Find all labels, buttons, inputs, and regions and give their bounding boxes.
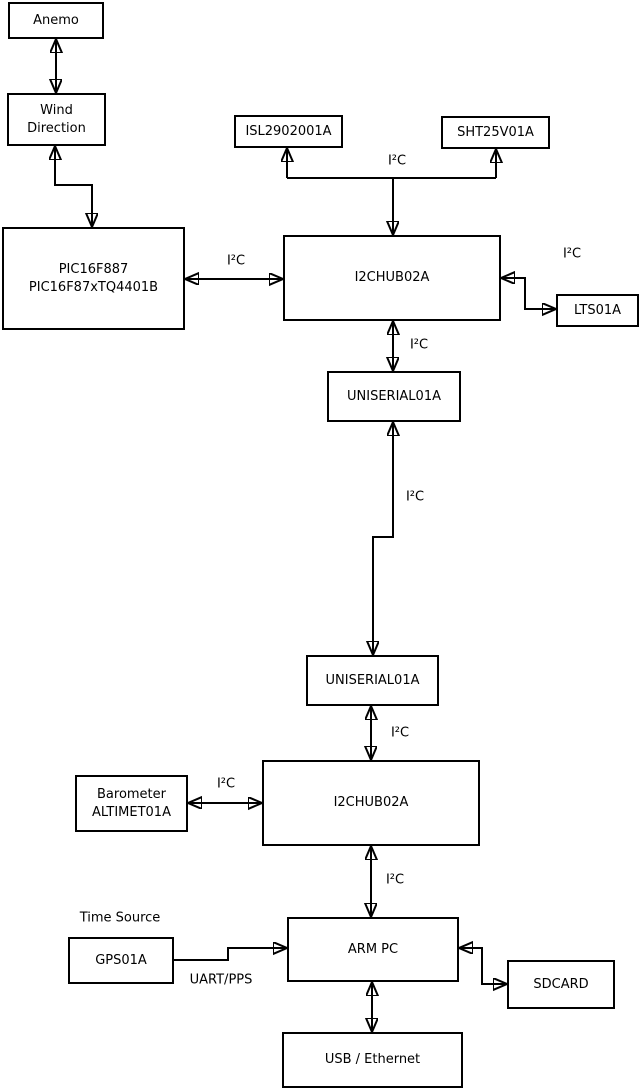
edge-label-i2c-barometer-hub2: I²C xyxy=(216,776,236,792)
edge-hub1-lts xyxy=(501,278,556,309)
node-usb-ethernet: USB / Ethernet xyxy=(282,1032,463,1088)
edge-label-i2c-hub2-armpc: I²C xyxy=(385,872,405,888)
node-gps: GPS01A xyxy=(68,937,174,984)
edge-gps-armpc xyxy=(174,948,287,961)
edge-uniserial1-uniserial2 xyxy=(373,422,393,655)
edge-label-i2c-uniserial-link: I²C xyxy=(405,489,425,505)
node-i2c-hub-1: I2CHUB02A xyxy=(283,235,501,321)
node-arm-pc: ARM PC xyxy=(287,917,459,982)
node-isl-light-sensor: ISL2902001A xyxy=(234,115,343,148)
node-sht-humidity-sensor: SHT25V01A xyxy=(441,116,550,149)
node-wind-direction: Wind Direction xyxy=(7,93,106,146)
node-barometer: Barometer ALTIMET01A xyxy=(75,775,188,832)
label-time-source: Time Source xyxy=(79,910,161,926)
node-uniserial-1: UNISERIAL01A xyxy=(327,371,461,422)
edge-label-i2c-pic-hub1: I²C xyxy=(226,253,246,269)
node-i2c-hub-2: I2CHUB02A xyxy=(262,760,480,846)
node-uniserial-2: UNISERIAL01A xyxy=(306,655,439,706)
edge-label-i2c-hub1-lts: I²C xyxy=(562,246,582,262)
edge-label-i2c-hub1-uniserial1: I²C xyxy=(409,337,429,353)
edge-wind-pic xyxy=(55,146,92,227)
edge-label-i2c-sensor-bus: I²C xyxy=(387,153,407,169)
edge-armpc-sdcard xyxy=(459,948,507,984)
node-lts-sensor: LTS01A xyxy=(556,294,639,327)
node-sdcard: SDCARD xyxy=(507,960,615,1009)
node-anemometer: Anemo xyxy=(8,2,104,39)
edge-label-uart-pps: UART/PPS xyxy=(189,972,253,988)
edge-label-i2c-uniserial2-hub2: I²C xyxy=(390,725,410,741)
node-pic-microcontroller: PIC16F887 PIC16F87xTQ4401B xyxy=(2,227,185,330)
